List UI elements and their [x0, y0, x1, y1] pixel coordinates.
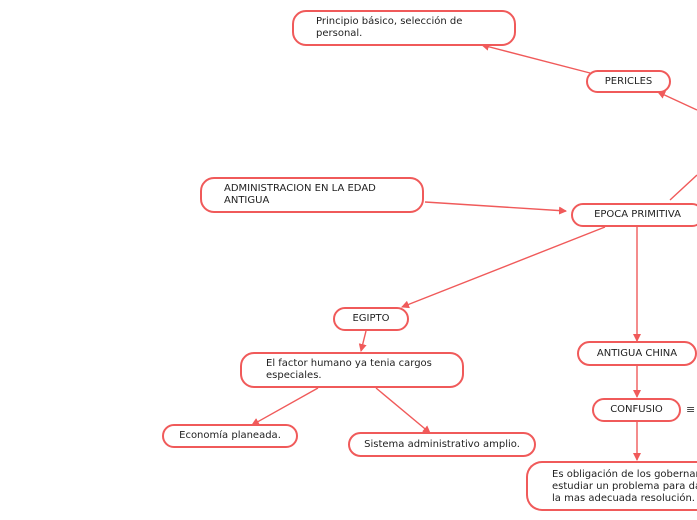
node-sistema-label: Sistema administrativo amplio. [364, 438, 520, 450]
node-pericles[interactable]: PERICLES [586, 70, 671, 93]
menu-icon[interactable]: ≡ [686, 403, 696, 416]
node-administracion-label: ADMINISTRACION EN LA EDAD ANTIGUA [224, 183, 376, 206]
node-factor-humano-label: El factor humano ya tenia cargos especia… [266, 358, 432, 381]
link-offscreen-pericles [657, 91, 697, 111]
node-obligacion-label: Es obligación de los gobernantesestudiar… [552, 469, 697, 504]
node-antigua-china-label: ANTIGUA CHINA [596, 347, 678, 359]
link-pericles-principio [481, 42, 591, 74]
node-pericles-label: PERICLES [604, 75, 653, 87]
link-epoca-egipto [401, 226, 606, 309]
node-egipto[interactable]: EGIPTO [333, 307, 409, 331]
node-epoca-primitiva-label: EPOCA PRIMITIVA [594, 209, 681, 220]
node-economia-label: Economía planeada. [179, 430, 281, 441]
node-confusio-label: CONFUSIO [610, 404, 663, 415]
link-offscreen-epoca [669, 174, 697, 201]
node-administracion[interactable]: ADMINISTRACION EN LA EDAD ANTIGUA [200, 177, 424, 213]
link-egipto-factor [358, 330, 367, 352]
node-economia[interactable]: Economía planeada. [162, 424, 298, 448]
link-factor-economia [251, 387, 319, 426]
link-administracion-epoca [424, 201, 567, 215]
node-sistema[interactable]: Sistema administrativo amplio. [348, 432, 536, 457]
node-obligacion[interactable]: Es obligación de los gobernantesestudiar… [526, 461, 697, 511]
node-principio-label: Principio básico, selección de personal. [316, 16, 463, 39]
node-epoca-primitiva[interactable]: EPOCA PRIMITIVA [571, 203, 697, 227]
node-egipto-label: EGIPTO [352, 313, 390, 324]
node-factor-humano[interactable]: El factor humano ya tenia cargos especia… [240, 352, 464, 388]
link-factor-sistema [375, 387, 431, 434]
node-confusio[interactable]: CONFUSIO [592, 398, 681, 422]
node-principio[interactable]: Principio básico, selección de personal. [292, 10, 516, 46]
node-antigua-china[interactable]: ANTIGUA CHINA [577, 341, 697, 366]
